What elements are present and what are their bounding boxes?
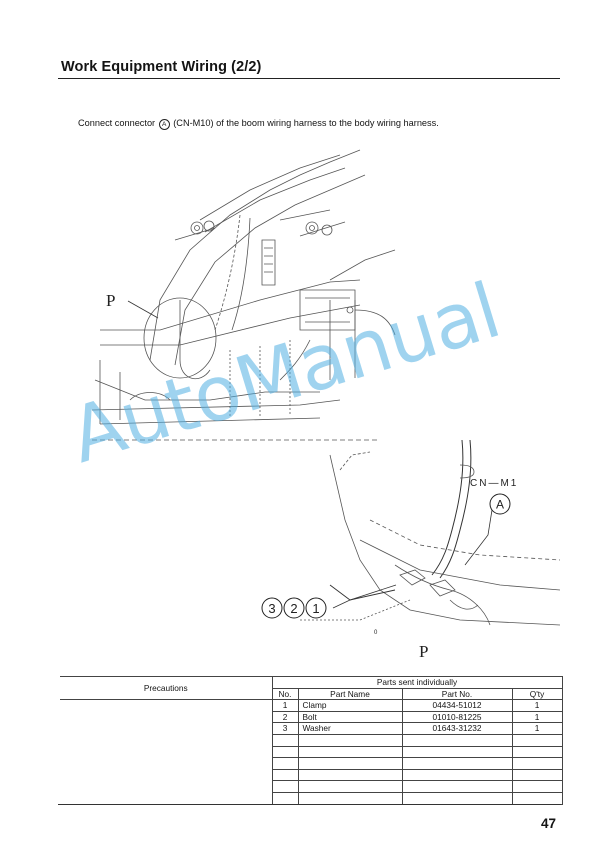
table-row-empty bbox=[60, 733, 563, 747]
callout-parts: 3 2 1 bbox=[261, 597, 327, 619]
circled-a-icon: A bbox=[158, 119, 170, 130]
page-title: Work Equipment Wiring (2/2) bbox=[61, 59, 262, 75]
label-p-main: P bbox=[106, 291, 115, 310]
connector-label: CN—M1 bbox=[470, 478, 518, 489]
precautions-header: Precautions bbox=[60, 675, 273, 700]
row-qty: 1 bbox=[511, 710, 563, 724]
figure-labels: P P CN—M1 0 bbox=[106, 291, 518, 661]
row-no: 3 bbox=[271, 722, 299, 735]
instruction-text: Connect connector A (CN-M10) of the boom… bbox=[78, 118, 439, 130]
table-row-empty bbox=[60, 745, 563, 759]
row-part-name: Washer bbox=[297, 722, 403, 735]
table-row-empty bbox=[60, 780, 563, 793]
callout-part-2: 2 bbox=[290, 601, 297, 616]
parts-group-header: Parts sent individually bbox=[271, 676, 563, 689]
table-row: 1 Clamp 04434-51012 1 bbox=[60, 699, 563, 805]
column-header-row: No. Part Name Part No. Q'ty bbox=[60, 687, 563, 701]
row-no: 1 bbox=[271, 699, 299, 712]
parts-table: Precautions Parts sent individually No. … bbox=[60, 675, 563, 805]
callout-part-1: 1 bbox=[312, 601, 319, 616]
precautions-body bbox=[60, 699, 273, 805]
page-number: 47 bbox=[541, 816, 557, 831]
row-part-no: 01010-81225 bbox=[401, 710, 513, 724]
col-no: No. bbox=[271, 687, 299, 701]
row-part-name: Clamp bbox=[297, 699, 403, 712]
bottom-rule bbox=[58, 804, 561, 805]
instruction-after: (CN-M10) of the boom wiring harness to t… bbox=[173, 118, 439, 128]
callout-a-letter: A bbox=[496, 498, 504, 512]
boom-drawing bbox=[91, 149, 561, 626]
table-row-empty bbox=[60, 757, 563, 770]
table-row-empty bbox=[60, 768, 563, 782]
title-rule bbox=[58, 78, 560, 79]
label-p-detail: P bbox=[419, 642, 428, 661]
row-qty: 1 bbox=[511, 699, 563, 712]
table-row-empty bbox=[60, 791, 563, 805]
col-qty: Q'ty bbox=[511, 687, 563, 701]
row-part-no: 01643-31232 bbox=[401, 722, 513, 735]
mark-zero: 0 bbox=[374, 630, 378, 636]
row-part-name: Bolt bbox=[297, 710, 403, 724]
row-part-no: 04434-51012 bbox=[401, 699, 513, 712]
row-qty: 1 bbox=[511, 722, 563, 735]
col-part-name: Part Name bbox=[297, 687, 403, 701]
table-header-row: Precautions Parts sent individually bbox=[60, 675, 563, 700]
instruction-before: Connect connector bbox=[78, 118, 156, 128]
col-part-no: Part No. bbox=[401, 687, 513, 701]
row-no: 2 bbox=[271, 710, 299, 724]
table-row: 3 Washer 01643-31232 1 bbox=[60, 722, 563, 735]
table-row: 2 Bolt 01010-81225 1 bbox=[60, 710, 563, 724]
callout-a: A bbox=[489, 493, 511, 515]
callout-part-3: 3 bbox=[268, 601, 275, 616]
